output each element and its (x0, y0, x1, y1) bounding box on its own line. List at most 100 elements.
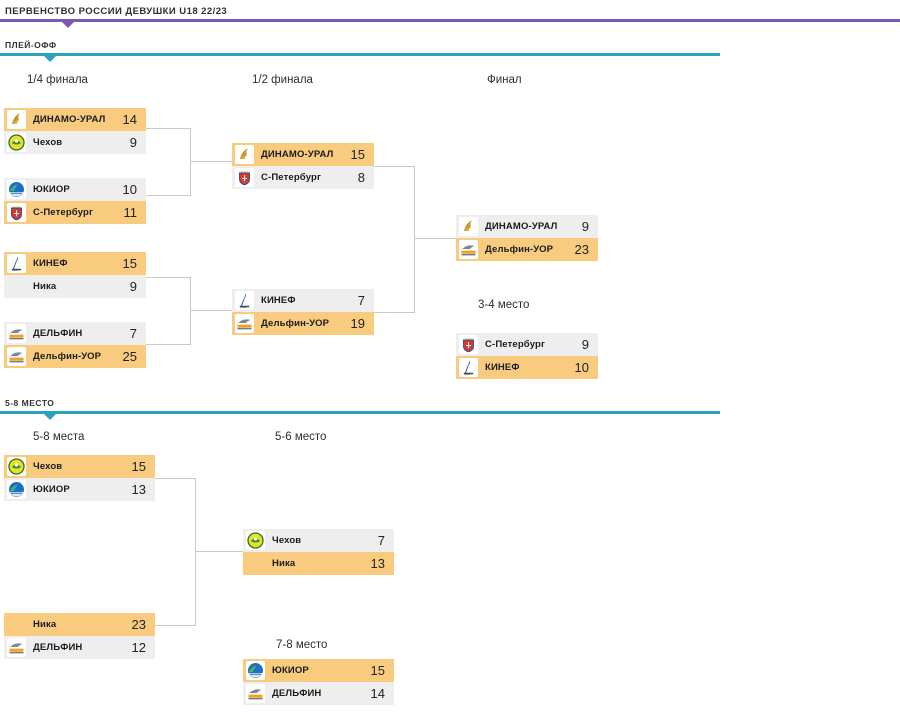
match-row-home[interactable]: ДИНАМО-УРАЛ 14 (4, 108, 146, 131)
teal-divider-places (0, 411, 720, 420)
team-name: ДИНАМО-УРАЛ (485, 221, 558, 232)
round-label-third-place: 3-4 место (478, 299, 530, 311)
match-row-home[interactable]: Чехов 15 (4, 455, 155, 478)
match-row-home[interactable]: КИНЕФ 15 (4, 252, 146, 275)
chehov-logo-icon (7, 133, 26, 152)
round-label-semifinal: 1/2 финала (252, 74, 313, 86)
team-score: 14 (370, 686, 385, 701)
chehov-logo-icon (7, 457, 26, 476)
match-semifinal-1[interactable]: ДИНАМО-УРАЛ 15 С-Петербург 8 (232, 143, 374, 189)
team-score: 19 (350, 316, 365, 331)
caret-icon (44, 56, 56, 62)
team-score: 15 (370, 663, 385, 678)
match-row-away[interactable]: ДЕЛЬФИН 12 (4, 636, 155, 659)
team-name: Дельфин-УОР (261, 318, 330, 329)
match-row-home[interactable]: КИНЕФ 7 (232, 289, 374, 312)
team-logo-placeholder-icon (7, 615, 26, 634)
team-name: Ника (33, 281, 57, 292)
match-quarterfinal-2[interactable]: ЮКИОР 10 С-Петербург 11 (4, 178, 146, 224)
match-semifinal-2[interactable]: КИНЕФ 7 Дельфин-УОР 19 (232, 289, 374, 335)
delfin-logo-icon (7, 347, 26, 366)
team-score: 9 (129, 279, 137, 294)
team-name: Ника (33, 619, 57, 630)
match-row-home[interactable]: ЮКИОР 10 (4, 178, 146, 201)
match-row-home[interactable]: С-Петербург 9 (456, 333, 598, 356)
team-name: ДИНАМО-УРАЛ (261, 149, 334, 160)
match-row-away[interactable]: Ника 13 (243, 552, 394, 575)
team-score: 14 (122, 112, 137, 127)
team-score: 13 (131, 482, 146, 497)
match-row-away[interactable]: КИНЕФ 10 (456, 356, 598, 379)
team-score: 15 (350, 147, 365, 162)
team-name: Дельфин-УОР (33, 351, 102, 362)
connector-qf1-qf2 (146, 128, 191, 196)
purple-divider (0, 19, 900, 28)
match-row-away[interactable]: С-Петербург 11 (4, 201, 146, 224)
match-row-away[interactable]: Дельфин-УОР 23 (456, 238, 598, 261)
kinef-logo-icon (7, 254, 26, 273)
team-name: КИНЕФ (261, 295, 296, 306)
team-score: 23 (574, 242, 589, 257)
match-row-away[interactable]: ЮКИОР 13 (4, 478, 155, 501)
connector-sf1-sf2 (374, 166, 415, 313)
team-score: 12 (131, 640, 146, 655)
connector-to-sf2 (190, 310, 232, 311)
team-name: ЮКИОР (33, 484, 70, 495)
round-label-quarterfinal: 1/4 финала (27, 74, 88, 86)
team-name: ДЕЛЬФИН (272, 688, 322, 699)
match-row-away[interactable]: ДЕЛЬФИН 14 (243, 682, 394, 705)
yukior-logo-icon (7, 480, 26, 499)
team-score: 10 (122, 182, 137, 197)
match-row-home[interactable]: ДЕЛЬФИН 7 (4, 322, 146, 345)
dinamo-ural-logo-icon (459, 217, 478, 236)
match-row-away[interactable]: Чехов 9 (4, 131, 146, 154)
connector-to-final (414, 238, 456, 239)
match-row-home[interactable]: ДИНАМО-УРАЛ 9 (456, 215, 598, 238)
team-score: 25 (122, 349, 137, 364)
match-row-away[interactable]: Дельфин-УОР 19 (232, 312, 374, 335)
caret-icon (44, 414, 56, 420)
section-label-playoff: ПЛЕЙ-ОФФ (5, 40, 57, 50)
team-name: КИНЕФ (33, 258, 68, 269)
dinamo-ural-logo-icon (7, 110, 26, 129)
team-score: 9 (581, 337, 589, 352)
team-name: Чехов (272, 535, 302, 546)
section-label-places-5-8: 5-8 МЕСТО (5, 398, 55, 408)
match-places-5-6[interactable]: Чехов 7 Ника 13 (243, 529, 394, 575)
match-quarterfinal-4[interactable]: ДЕЛЬФИН 7 Дельфин-УОР 25 (4, 322, 146, 368)
match-row-home[interactable]: Чехов 7 (243, 529, 394, 552)
team-score: 7 (129, 326, 137, 341)
match-row-home[interactable]: Ника 23 (4, 613, 155, 636)
round-label-places-5-6: 5-6 место (275, 431, 327, 443)
team-name: КИНЕФ (485, 362, 520, 373)
team-name: ЮКИОР (33, 184, 70, 195)
match-third-place[interactable]: С-Петербург 9 КИНЕФ 10 (456, 333, 598, 379)
match-row-away[interactable]: Дельфин-УОР 25 (4, 345, 146, 368)
match-quarterfinal-1[interactable]: ДИНАМО-УРАЛ 14 Чехов 9 (4, 108, 146, 154)
match-places-7-8[interactable]: ЮКИОР 15 ДЕЛЬФИН 14 (243, 659, 394, 705)
yukior-logo-icon (7, 180, 26, 199)
team-score: 15 (131, 459, 146, 474)
teal-divider-playoff (0, 53, 720, 62)
team-score: 11 (123, 205, 138, 220)
spb-logo-icon (235, 168, 254, 187)
team-name: ДЕЛЬФИН (33, 642, 83, 653)
match-quarterfinal-3[interactable]: КИНЕФ 15 Ника 9 (4, 252, 146, 298)
match-row-away[interactable]: С-Петербург 8 (232, 166, 374, 189)
team-score: 10 (574, 360, 589, 375)
caret-icon (62, 22, 74, 28)
match-final[interactable]: ДИНАМО-УРАЛ 9 Дельфин-УОР 23 (456, 215, 598, 261)
match-row-away[interactable]: Ника 9 (4, 275, 146, 298)
connector-to-sf1 (190, 161, 232, 162)
connector-p58a-p58b (155, 478, 196, 626)
match-places-5-8-b[interactable]: Ника 23 ДЕЛЬФИН 12 (4, 613, 155, 659)
connector-to-p56 (195, 551, 243, 552)
team-name: С-Петербург (485, 339, 546, 350)
match-row-home[interactable]: ДИНАМО-УРАЛ 15 (232, 143, 374, 166)
yukior-logo-icon (246, 661, 265, 680)
match-row-home[interactable]: ЮКИОР 15 (243, 659, 394, 682)
match-places-5-8-a[interactable]: Чехов 15 ЮКИОР 13 (4, 455, 155, 501)
team-name: С-Петербург (261, 172, 322, 183)
connector-qf3-qf4 (146, 277, 191, 345)
